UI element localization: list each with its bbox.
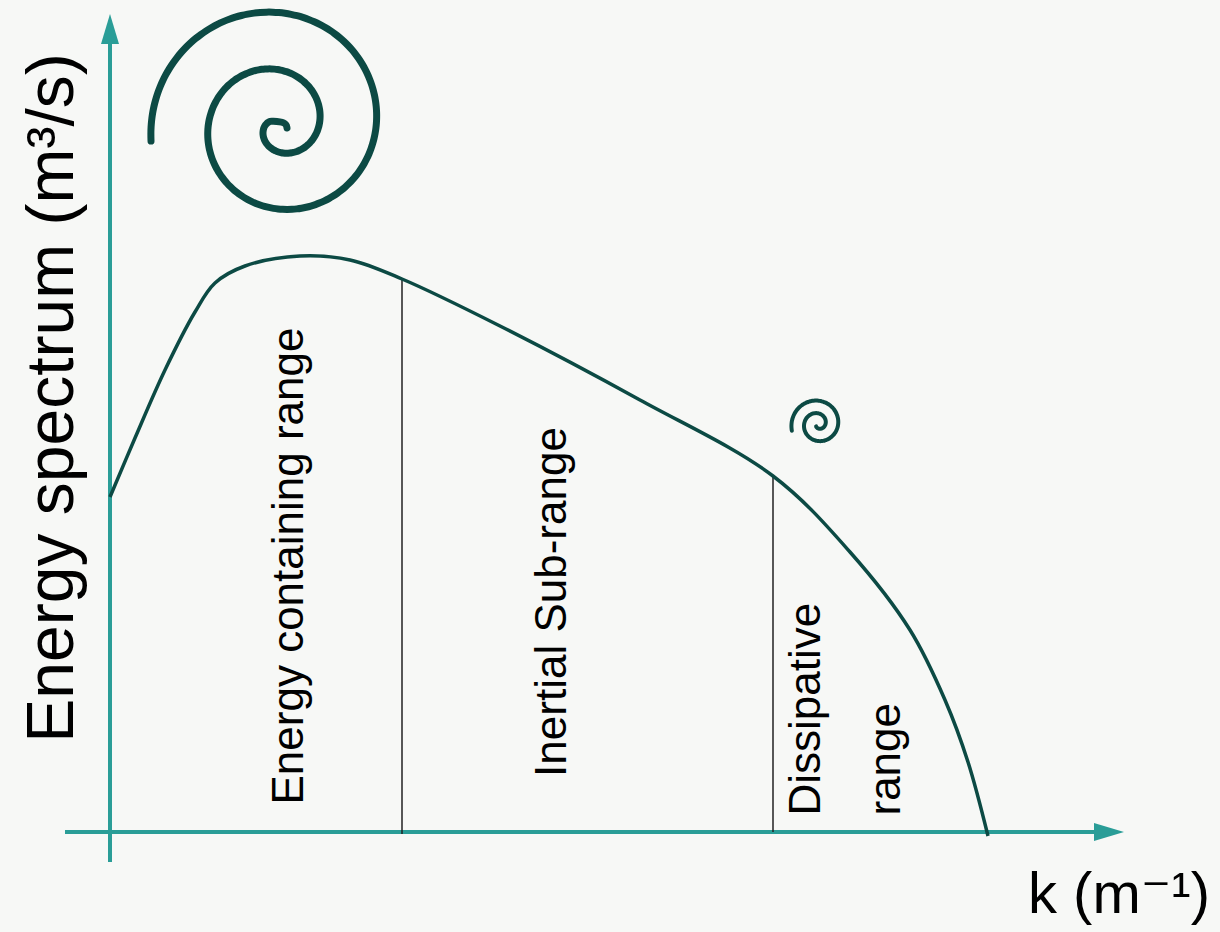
x-axis-arrowhead <box>1094 823 1124 841</box>
y-axis <box>108 40 112 862</box>
x-axis <box>65 830 1098 834</box>
large-eddy <box>151 12 377 209</box>
y-axis-title: Energy spectrum (m³/s) <box>17 53 83 742</box>
spectrum-curve <box>110 256 988 836</box>
range-divider <box>772 477 774 832</box>
range-label: Inertial Sub-range <box>529 427 573 777</box>
range-label: Energy containing range <box>266 328 310 805</box>
small-eddy <box>791 401 838 442</box>
range-divider <box>401 279 403 834</box>
x-axis-title: k (m⁻¹) <box>1028 864 1210 922</box>
y-axis-arrowhead <box>101 14 119 44</box>
range-label: Dissipative range <box>765 561 925 816</box>
